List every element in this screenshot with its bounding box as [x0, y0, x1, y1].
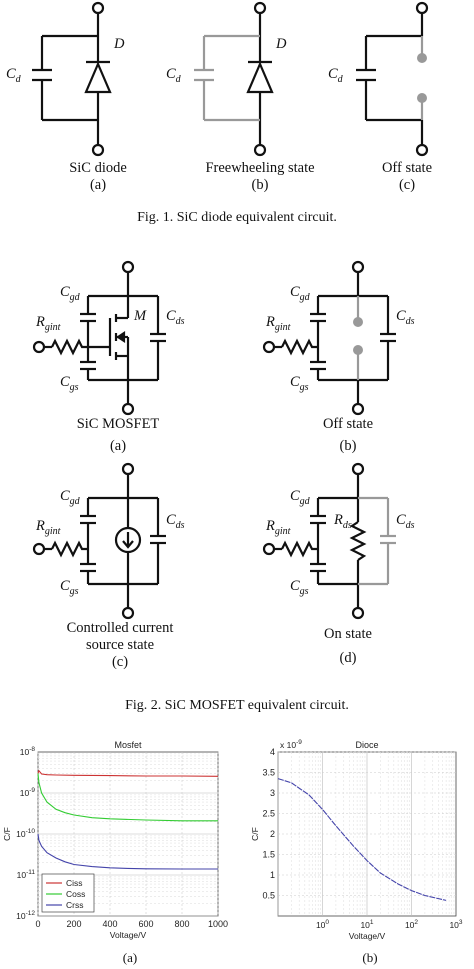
mosfet-y-tick: 10-8	[20, 746, 36, 757]
mosfet-x-tick: 200	[66, 919, 81, 929]
fig1a-diode-label: D	[114, 36, 125, 52]
fig2c-title: Controlled current	[66, 620, 174, 636]
diode-x-tick: 102	[405, 919, 418, 930]
mosfet-legend	[41, 873, 95, 913]
fig2b-cgs-label: Cgs	[290, 374, 309, 393]
mosfet-title: Mosfet	[114, 740, 142, 750]
fig1b-cap-label: Cd	[166, 66, 181, 85]
diode-x-tick: 100	[316, 919, 329, 930]
fig1b-diode-label: D	[276, 36, 287, 52]
fig2-caption: Fig. 2. SiC MOSFET equivalent circuit.	[125, 698, 349, 713]
mosfet-x-tick: 600	[138, 919, 153, 929]
mosfet-y-tick: 10-12	[16, 910, 35, 921]
mosfet-series-crss	[37, 833, 218, 870]
diode-series-line	[277, 778, 447, 901]
fig2c-title-2: source state	[85, 637, 155, 653]
diode-y-tick: 3.5	[262, 768, 275, 778]
fig1-circuits	[32, 1, 429, 157]
fig1c-title: Off state	[381, 160, 433, 176]
mosfet-legend-label: Ciss	[66, 878, 83, 888]
fig2b-title: Off state	[322, 416, 374, 432]
fig1a-letter: (a)	[89, 177, 107, 193]
fig2a-cgs-label: Cgs	[60, 374, 79, 393]
fig2a-title: SiC MOSFET	[76, 416, 160, 432]
fig2c-cgs-label: Cgs	[60, 578, 79, 597]
fig1a-cap-label: Cd	[6, 66, 21, 85]
mosfet-series-coss	[37, 773, 218, 822]
mosfet-y-tick: 10-9	[20, 787, 36, 798]
fig2-circuits	[32, 260, 396, 620]
diode-y-tick: 1	[270, 870, 275, 880]
diode-y-tick: 2.5	[262, 809, 275, 819]
fig2c-letter: (c)	[111, 654, 129, 670]
chart-b-letter: (b)	[362, 950, 378, 965]
fig1-caption: Fig. 1. SiC diode equivalent circuit.	[137, 210, 337, 225]
diode-y-tick: 2	[270, 829, 275, 839]
fig2a-cgd-label: Cgd	[60, 284, 80, 303]
fig2d-rgint-label: Rgint	[266, 518, 291, 537]
diode-y-tick: 4	[270, 747, 275, 757]
fig2d-cgs-label: Cgs	[290, 578, 309, 597]
fig2a-rgint-label: Rgint	[36, 314, 61, 333]
diode-y-tick: 1.5	[262, 850, 275, 860]
fig2d-title: On state	[324, 626, 372, 642]
fig2d-letter: (d)	[339, 650, 357, 666]
fig2b-rgint-label: Rgint	[266, 314, 291, 333]
mosfet-series-ciss	[37, 769, 219, 777]
fig2d-cgd-label: Cgd	[290, 488, 310, 507]
diode-x-tick: 103	[449, 919, 462, 930]
fig2c-cgd-label: Cgd	[60, 488, 80, 507]
fig2a-m-label: M	[134, 308, 147, 324]
fig2a-letter: (a)	[109, 438, 127, 454]
fig2c-cds-label: Cds	[166, 512, 185, 531]
fig2a-cds-label: Cds	[166, 308, 185, 327]
mosfet-x-label: Voltage/V	[110, 930, 147, 940]
mosfet-legend-label: Coss	[66, 889, 85, 899]
chart-a-letter: (a)	[122, 950, 138, 965]
fig2d-rds-label: Rds	[334, 512, 352, 531]
mosfet-x-tick: 800	[174, 919, 189, 929]
diode-x-label: Voltage/V	[349, 931, 386, 941]
fig2c-rgint-label: Rgint	[36, 518, 61, 537]
fig2d-cds-label: Cds	[396, 512, 415, 531]
fig2b-cgd-label: Cgd	[290, 284, 310, 303]
diode-y-label: C/F	[250, 827, 260, 841]
diode-y-tick: 0.5	[262, 891, 275, 901]
mosfet-x-tick: 1000	[208, 919, 228, 929]
mosfet-y-tick: 10-11	[17, 869, 36, 880]
diode-exponent: x 10-9	[280, 739, 302, 750]
fig1a-title: SiC diode	[69, 160, 127, 176]
mosfet-y-tick: 10-10	[16, 828, 35, 839]
fig1c-letter: (c)	[398, 177, 416, 193]
diode-title: Dioce	[355, 740, 378, 750]
fig1b-title: Freewheeling state	[205, 160, 315, 176]
mosfet-legend-label: Crss	[66, 900, 83, 910]
mosfet-x-tick: 0	[35, 919, 40, 929]
fig2b-letter: (b)	[339, 438, 357, 454]
mosfet-y-label: C/F	[2, 827, 12, 841]
fig1b-letter: (b)	[251, 177, 269, 193]
fig1c-cap-label: Cd	[328, 66, 343, 85]
fig2b-cds-label: Cds	[396, 308, 415, 327]
diode-y-tick: 3	[270, 788, 275, 798]
diode-x-tick: 101	[360, 919, 373, 930]
mosfet-x-tick: 400	[102, 919, 117, 929]
